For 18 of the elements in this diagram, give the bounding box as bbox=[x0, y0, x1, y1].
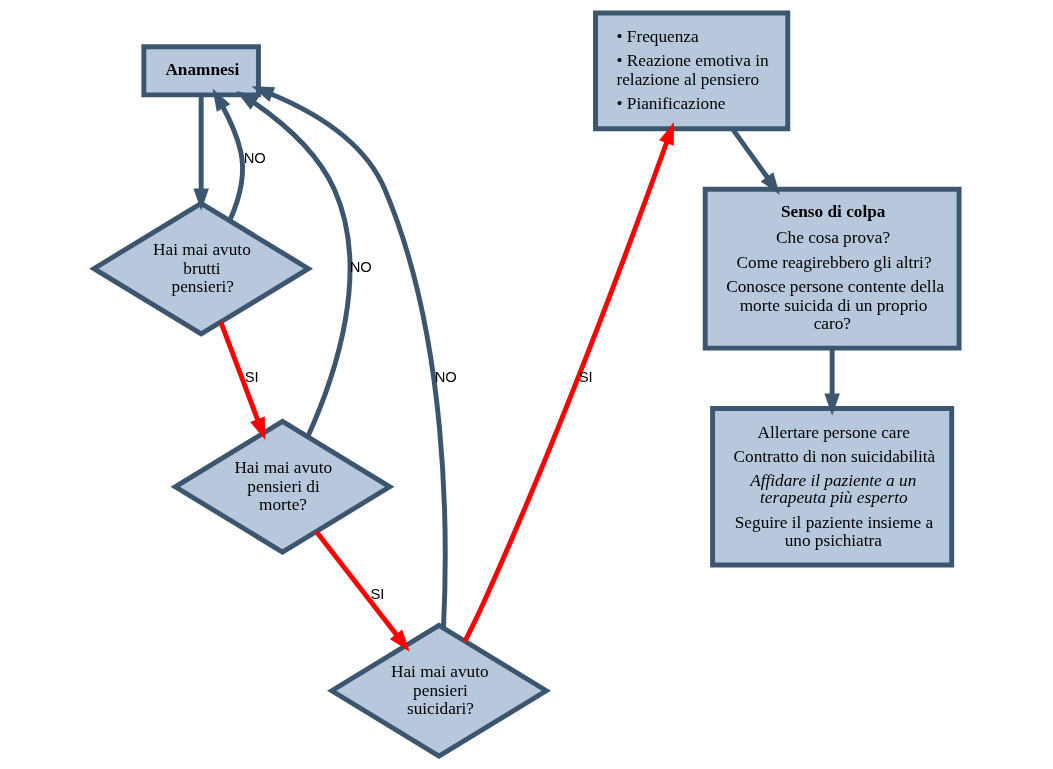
edge-label: SI bbox=[244, 369, 259, 386]
edge-label: SI bbox=[370, 586, 385, 603]
node-diamond: Hai mai avuto brutti pensieri? bbox=[89, 200, 314, 337]
arrow bbox=[193, 95, 209, 211]
arrow bbox=[212, 88, 245, 222]
arrow bbox=[218, 321, 266, 441]
edge-label: NO bbox=[434, 369, 457, 386]
node-diamond: Hai mai avuto pensieri suicidari? bbox=[327, 622, 551, 759]
node-box: Allertare persone care Contratto di non suicidabilità Affidare il paziente a un terapeuta più esperto Seguire il paziente insieme a uno psichiatra bbox=[710, 406, 955, 568]
node-box: • Frequenza • Reazione emotiva in relazione al pensiero • Pianificazione bbox=[593, 10, 791, 132]
arrow bbox=[236, 90, 353, 438]
edge-label: NO bbox=[243, 149, 266, 166]
arrow bbox=[251, 86, 448, 628]
arrow bbox=[824, 348, 840, 416]
node-box: Senso di colpa Che cosa prova? Come reagirebbero gli altri? Conosce persone contente della morte suicida di un proprio caro? bbox=[702, 186, 962, 351]
arrow bbox=[314, 530, 410, 652]
arrow bbox=[462, 122, 674, 643]
node-box: Anamnesi bbox=[141, 44, 261, 98]
